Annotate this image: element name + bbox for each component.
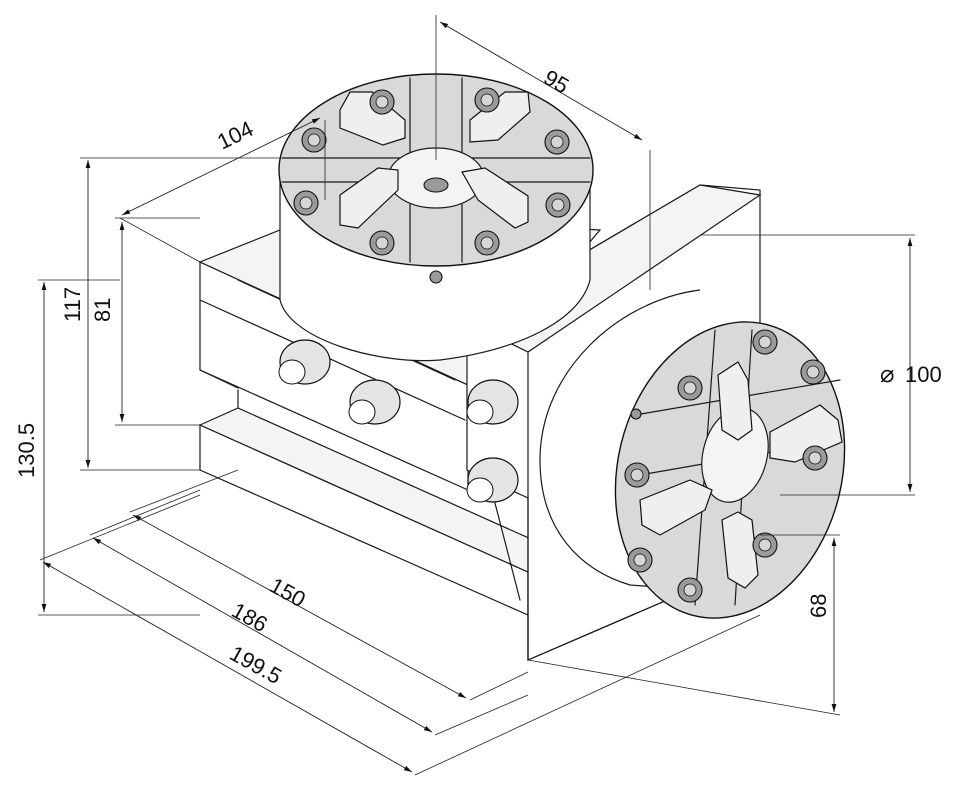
top-chuck-center-hole xyxy=(423,177,449,193)
top-jaw-3 xyxy=(339,167,399,229)
top-jaw-4 xyxy=(461,167,529,229)
dim-199-label: 199.5 xyxy=(226,641,286,690)
front-jaw-top xyxy=(717,361,753,441)
front-chuck-small-screw xyxy=(630,408,642,420)
front-bolts xyxy=(624,329,828,603)
dimension-lines xyxy=(38,15,915,776)
top-chuck-small-screw xyxy=(429,270,443,284)
locating-pins xyxy=(278,339,519,503)
front-jaw-left xyxy=(639,479,713,536)
dim-130-label: 130.5 xyxy=(14,423,39,478)
dim-150-label: 150 xyxy=(266,573,310,613)
dim-95-label: 95 xyxy=(540,65,574,99)
diameter-symbol: ⌀ xyxy=(880,360,894,388)
dim-186-label: 186 xyxy=(228,598,272,638)
front-chuck xyxy=(539,289,846,619)
dim-100-label: 100 xyxy=(905,362,942,387)
dim-117-label: 117 xyxy=(60,287,85,322)
dim-81-label: 81 xyxy=(90,298,115,322)
front-jaw-bottom xyxy=(721,511,759,589)
front-jaw-right xyxy=(769,404,843,463)
top-jaw-1 xyxy=(339,91,406,146)
dim-68-label: 68 xyxy=(806,594,831,618)
dim-104-label: 104 xyxy=(213,116,257,155)
